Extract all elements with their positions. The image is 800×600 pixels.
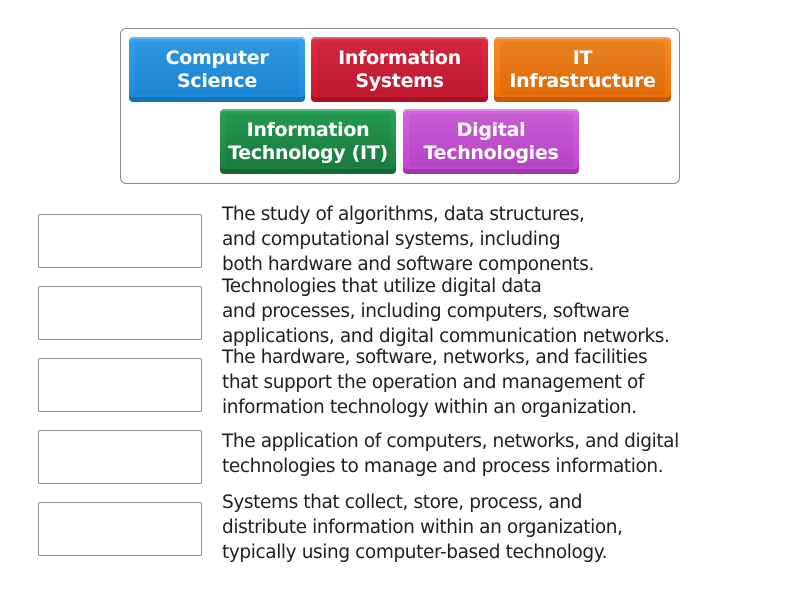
tile-label: Computer Science [165, 46, 269, 92]
definition-1: The study of algorithms, data structures… [222, 204, 594, 275]
tile-label: Information Technology (IT) [228, 118, 388, 164]
drop-box-5[interactable] [38, 502, 202, 556]
definition-5: Systems that collect, store, process, an… [222, 492, 623, 563]
drop-box-1[interactable] [38, 214, 202, 268]
tile-label: Digital Technologies [423, 118, 559, 164]
drop-box-3[interactable] [38, 358, 202, 412]
tile-it-infrastructure[interactable]: IT Infrastructure [494, 37, 671, 102]
definition-3: The hardware, software, networks, and fa… [222, 347, 648, 418]
tile-digital-technologies[interactable]: Digital Technologies [403, 109, 579, 174]
drop-box-2[interactable] [38, 286, 202, 340]
tile-computer-science[interactable]: Computer Science [129, 37, 305, 102]
drop-box-4[interactable] [38, 430, 202, 484]
definition-2: Technologies that utilize digital data a… [222, 276, 670, 347]
tile-label: IT Infrastructure [509, 46, 656, 92]
tile-information-technology[interactable]: Information Technology (IT) [220, 109, 396, 174]
tile-label: Information Systems [338, 46, 461, 92]
tile-information-systems[interactable]: Information Systems [311, 37, 488, 102]
definition-4: The application of computers, networks, … [222, 431, 679, 477]
